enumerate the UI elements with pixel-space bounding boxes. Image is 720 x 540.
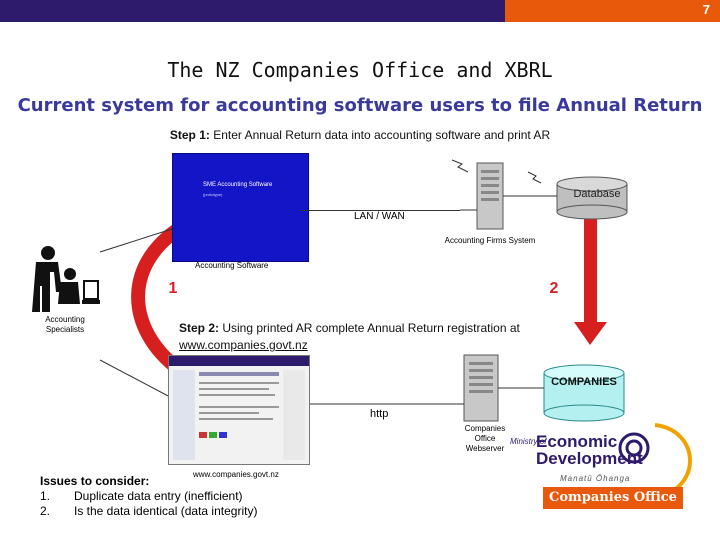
lan-wan-line — [300, 210, 460, 211]
top-banner-accent — [505, 0, 720, 22]
companies-office-webserver-label: Companies Office Webserver — [464, 424, 506, 453]
companies-website-screenshot — [168, 355, 310, 465]
step-2-text: Step 2: Using printed AR complete Annual… — [179, 320, 599, 354]
page-subtitle: Current system for accounting software u… — [17, 95, 703, 116]
issues-heading: Issues to consider: — [40, 474, 150, 488]
lightning-icon — [527, 171, 542, 184]
issue-item: 1. Duplicate data entry (inefficient) — [40, 489, 257, 504]
med-logo-icon — [618, 432, 650, 464]
server-icon — [476, 162, 504, 230]
workflow-arrow-left — [131, 215, 197, 377]
accounting-software-label: Accounting Software — [195, 261, 269, 270]
workflow-arrow-right-shaft — [584, 212, 597, 324]
step-1-text: Step 1: Enter Annual Return data into ac… — [0, 128, 720, 142]
issue-number: 2. — [40, 504, 51, 518]
screen-subtitle: (prototype) — [203, 192, 223, 197]
step-1-label: Step 1: — [169, 128, 210, 142]
slide-number: 7 — [702, 2, 710, 17]
accounting-software-screen: SME Accounting Software (prototype) — [172, 153, 309, 262]
accounting-specialists-label: Accounting Specialists — [45, 315, 85, 334]
database-icon — [556, 176, 628, 220]
link-specialists-to-software — [99, 227, 176, 253]
http-label: http — [370, 408, 389, 420]
webserver-icon — [463, 354, 499, 422]
workflow-arrowhead-right — [574, 322, 607, 345]
link-specialists-to-website — [99, 359, 173, 399]
screen-title: SME Accounting Software — [203, 182, 273, 188]
logo-economic-development: Economic Development — [536, 432, 643, 468]
companies-database-icon — [543, 364, 625, 422]
website-screenshot-graphic — [169, 356, 309, 460]
lightning-icon — [451, 159, 469, 173]
issue-text: Duplicate data entry (inefficient) — [74, 489, 243, 503]
website-url-label: www.companies.govt.nz — [193, 470, 279, 479]
step-2-label: Step 2: — [179, 321, 220, 335]
companies-database-label: COMPANIES — [551, 376, 617, 388]
step-1-description: Enter Annual Return data into accounting… — [209, 128, 551, 142]
issue-item: 2. Is the data identical (data integrity… — [40, 504, 257, 519]
accounting-firms-system-label: Accounting Firms System — [444, 236, 536, 245]
logo-ministry-of: Ministry of — [510, 437, 547, 446]
database-label: Database — [573, 188, 621, 200]
accounting-specialists-icon — [32, 246, 100, 312]
step-2-description: Using printed AR complete Annual Return … — [219, 321, 520, 335]
step-badge-1: 1 — [168, 280, 178, 297]
logo-maori-name: Manatū Ōhanga — [560, 474, 631, 483]
issues-list: Issues to consider: 1. Duplicate data en… — [40, 474, 257, 519]
logo-companies-office: Companies Office — [543, 487, 683, 509]
page-title: The NZ Companies Office and XBRL — [167, 58, 553, 82]
step-badge-2: 2 — [549, 280, 559, 297]
issue-text: Is the data identical (data integrity) — [74, 504, 258, 518]
step-2-url-link[interactable]: www.companies.govt.nz — [179, 338, 308, 352]
issue-number: 1. — [40, 489, 51, 503]
lan-wan-label: LAN / WAN — [354, 211, 405, 222]
